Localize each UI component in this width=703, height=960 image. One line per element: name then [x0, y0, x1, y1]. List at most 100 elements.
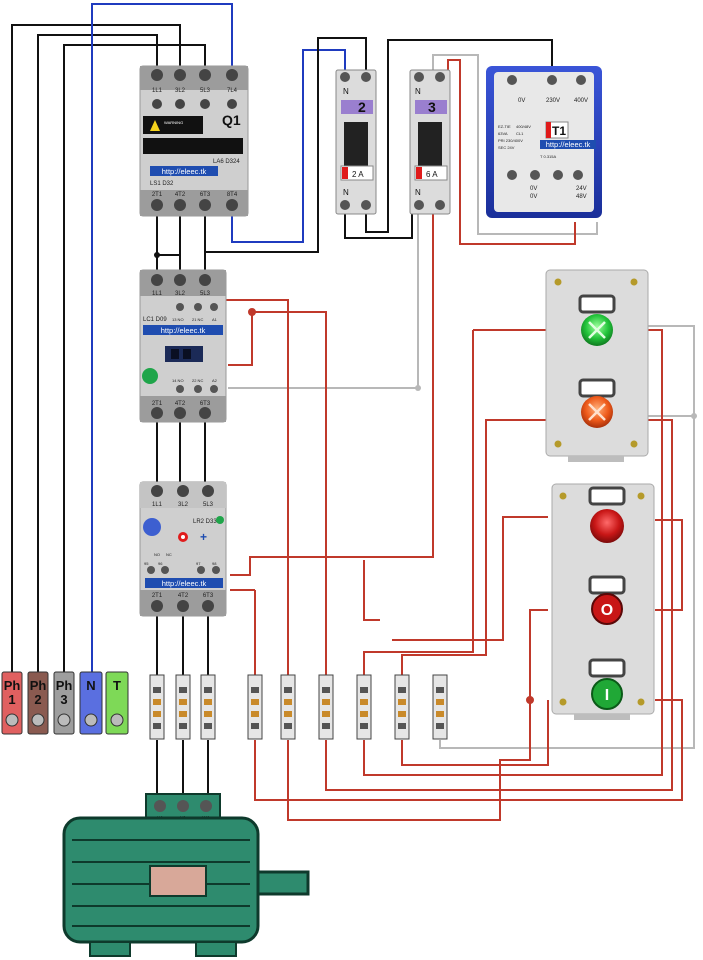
tr-name: T1 [552, 124, 566, 138]
tr-spec: 400/48V [516, 124, 531, 129]
wire-ph2 [37, 34, 158, 685]
tr-spec: T 0.315A [540, 154, 556, 159]
tr-spec: EZ-TIE [498, 124, 511, 129]
q1-top-screws [151, 69, 238, 81]
start-button[interactable] [591, 678, 623, 710]
olr-aux-label: NC [166, 552, 172, 557]
q1-mid-screws [152, 99, 237, 109]
warning-icon [150, 120, 160, 131]
tr-primary: 0V [518, 98, 525, 104]
q1-bottom-terminal: 2T1 [152, 192, 163, 198]
terminal-blocks [149, 674, 448, 740]
lc1-model: LC1 D09 [143, 317, 167, 323]
tr-url: http://eleec.tk [546, 140, 591, 149]
olr-bottom-terminal: 4T2 [178, 593, 189, 599]
olr-bottom-terminal: 2T1 [152, 593, 163, 599]
terminal-block [175, 674, 191, 740]
supply-terminal-label: Ph [4, 678, 21, 693]
wire-black-breaker2-out [365, 39, 553, 233]
wire-grey-3 [439, 325, 695, 749]
olr-aux: 97 [196, 561, 201, 566]
breaker-2: N 2 2 A N [335, 69, 377, 215]
supply-terminal-neutral: N [79, 671, 103, 735]
breaker-2-n-top: N [343, 87, 349, 96]
supply-terminal-ph2: Ph 2 [27, 671, 49, 735]
olr-aux: 95 [144, 561, 149, 566]
terminal-block [432, 674, 448, 740]
tr-secondary: 0V [530, 186, 537, 192]
q1-top-terminal: 7L4 [227, 88, 238, 94]
test-plus-icon[interactable]: + [200, 530, 207, 544]
breaker-3-rating: 6 A [426, 170, 438, 179]
wire-blue-q1-breaker [231, 49, 346, 243]
supply-terminal-ph1: Ph 1 [1, 671, 23, 735]
lc1-aux-bottom: 22 NC [192, 378, 203, 383]
q1-model-line: LS1 D32 [150, 181, 174, 187]
lc1-bottom-terminal: 4T2 [175, 401, 186, 407]
olr-aux: 98 [212, 561, 217, 566]
breaker-2-rating: 2 A [352, 170, 364, 179]
lc1-aux-top: 13 NO [172, 317, 184, 322]
tr-primary: 400V [574, 98, 588, 104]
contactor-q1: 1L1 3L2 5L3 7L4 WARNING Q1 LA6 D324 http… [139, 65, 249, 217]
tr-spec: PRI 230/400V [498, 138, 523, 143]
pilot-light-box [545, 269, 649, 462]
terminal-block [200, 674, 216, 740]
olr-aux: 96 [158, 561, 163, 566]
tr-spec: CL1 [516, 131, 524, 136]
emergency-stop-button[interactable] [590, 509, 624, 543]
supply-terminal-number: 3 [60, 692, 67, 707]
wire-ph1 [11, 24, 181, 685]
overload-relay: 1L1 3L2 5L3 LR2 D33 + NO NC 95 96 97 98 … [139, 481, 227, 617]
wire-black-breaker2-n [344, 212, 413, 239]
supply-terminal-ph3: Ph 3 [53, 671, 75, 735]
olr-model: LR2 D33 [193, 519, 217, 525]
breaker-3-toggle[interactable] [418, 122, 442, 166]
brand-logo-icon [216, 516, 224, 524]
tr-spec: 63VA [498, 131, 508, 136]
terminal-block [149, 674, 165, 740]
breaker-3-n-top: N [415, 87, 421, 96]
q1-top-terminal: 3L2 [175, 88, 186, 94]
stop-button[interactable] [591, 593, 623, 625]
olr-top-terminal: 5L3 [203, 502, 214, 508]
wire-ph3 [63, 44, 206, 685]
brand-logo-icon [142, 368, 158, 384]
lc1-aux-top: 21 NC [192, 317, 203, 322]
push-button-box: O I [551, 483, 655, 720]
breaker-2-toggle[interactable] [344, 122, 368, 166]
transformer: 0V 230V 400V EZ-TIE 400/48V 63VA CL1 PRI… [486, 66, 602, 218]
tr-secondary: 0V [530, 194, 537, 200]
olr-bottom-terminal: 6T3 [203, 593, 214, 599]
stop-symbol-icon: O [601, 602, 613, 619]
lc1-bottom-terminal: 6T3 [200, 401, 211, 407]
lc1-bottom-terminal: 2T1 [152, 401, 163, 407]
supply-terminals: Ph 1 Ph 2 Ph 3 N T [1, 671, 129, 735]
supply-terminal-label: N [86, 678, 95, 693]
breaker-3-number: 3 [428, 99, 436, 115]
wire-grey-1 [432, 54, 598, 235]
terminal-block [280, 674, 296, 740]
terminal-block [247, 674, 263, 740]
q1-bottom-terminal: 4T2 [175, 192, 186, 198]
breaker-3: N 3 6 A N [409, 69, 451, 215]
breaker-3-n-bottom: N [415, 188, 421, 197]
tr-primary: 230V [546, 98, 560, 104]
q1-top-terminal: 1L1 [152, 88, 163, 94]
lc1-url: http://eleec.tk [161, 326, 206, 335]
q1-top-terminal: 5L3 [200, 88, 211, 94]
motor-nameplate [149, 865, 207, 897]
supply-terminal-number: 1 [8, 692, 15, 707]
lc1-aux-bottom: A2 [212, 378, 218, 383]
terminal-block [394, 674, 410, 740]
terminal-block [318, 674, 334, 740]
terminal-block [356, 674, 372, 740]
supply-terminal-label: T [113, 678, 121, 693]
supply-terminal-number: 2 [34, 692, 41, 707]
olr-url: http://eleec.tk [162, 579, 207, 588]
lc1-aux-bottom: 14 NO [172, 378, 184, 383]
q1-warning: WARNING [164, 120, 183, 125]
motor-shaft [256, 870, 310, 896]
current-dial-icon[interactable] [143, 518, 161, 536]
supply-terminal-label: Ph [30, 678, 47, 693]
